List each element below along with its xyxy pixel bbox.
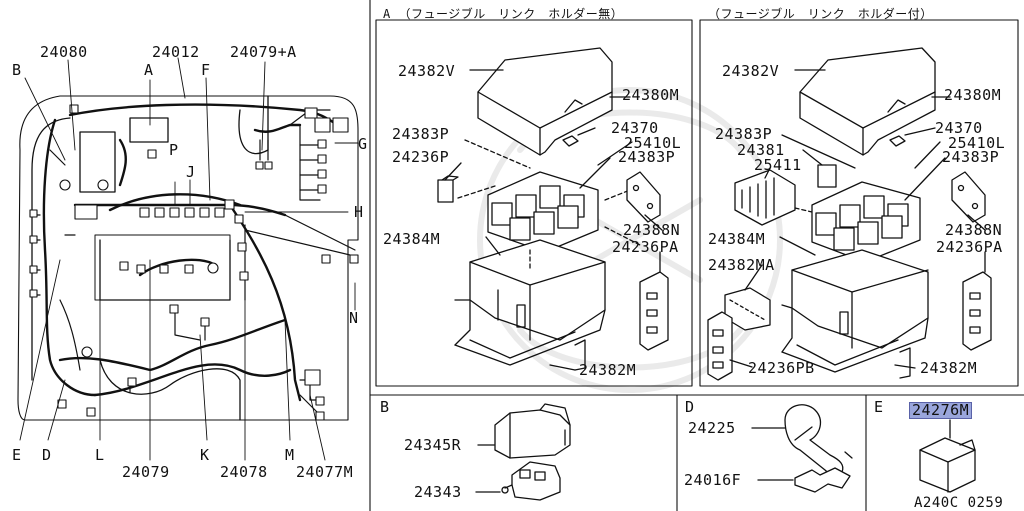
view-letter-g: G — [358, 135, 368, 153]
e-24276m-label-highlighted[interactable]: 24276M — [908, 401, 973, 419]
a2-24383p-left-label: 24383P — [715, 125, 773, 143]
a2-24236pa-label: 24236PA — [936, 238, 1003, 256]
a-24370-label: 24370 — [611, 119, 659, 137]
a-24383p-left-label: 24383P — [392, 125, 450, 143]
a-24388n-label: 24388N — [623, 221, 681, 239]
view-letter-p: P — [169, 141, 179, 159]
part-24079-label: 24079 — [122, 463, 170, 481]
part-24012-label: 24012 — [152, 43, 200, 61]
a2-24382v-label: 24382V — [722, 62, 780, 80]
a-24384m-label: 24384M — [383, 230, 441, 248]
drawing-code: A240C 0259 — [914, 495, 1004, 511]
a2-24382m-label: 24382M — [920, 359, 978, 377]
a-24382m-label: 24382M — [579, 361, 637, 379]
d-24016f-label: 24016F — [684, 471, 742, 489]
panel-d-letter: D — [685, 398, 695, 416]
a-24236p-label: 24236P — [392, 148, 450, 166]
view-letter-m: M — [285, 446, 295, 464]
panel-a2-heading: （フュージブル リンク ホルダー付） — [708, 7, 933, 21]
panel-a-heading: A （フュージブル リンク ホルダー無） — [383, 7, 624, 21]
view-letter-e: E — [12, 446, 22, 464]
a2-24370-label: 24370 — [935, 119, 983, 137]
view-letter-k: K — [200, 446, 210, 464]
panel-e-drawing — [919, 419, 976, 493]
a2-25411-label: 25411 — [754, 156, 802, 174]
harness-overview — [17, 57, 359, 461]
panel-e-letter: E — [874, 398, 884, 416]
view-letter-h: H — [354, 203, 364, 221]
b-24345r-label: 24345R — [404, 436, 462, 454]
panel-a2-drawing — [707, 47, 992, 381]
view-letter-n: N — [349, 309, 359, 327]
a2-24383p-right-label: 24383P — [942, 148, 1000, 166]
part-24077m-label: 24077M — [296, 463, 354, 481]
view-letter-b: B — [12, 61, 22, 79]
a-24383p-right-label: 24383P — [618, 148, 676, 166]
a2-24382ma-label: 24382MA — [708, 256, 775, 274]
a2-24381-label: 24381 — [737, 141, 785, 159]
panel-a-drawing — [437, 47, 669, 371]
a2-24384m-label: 24384M — [708, 230, 766, 248]
part-24079a-label: 24079+A — [230, 43, 297, 61]
a-24236pa-label: 24236PA — [612, 238, 679, 256]
a-24380m-label: 24380M — [622, 86, 680, 104]
panel-frames — [369, 0, 1024, 511]
panel-b-drawing — [475, 403, 571, 501]
watermark-emblem — [477, 87, 783, 393]
d-24225-label: 24225 — [688, 419, 736, 437]
a-25410l-label: 25410L — [624, 134, 682, 152]
part-24078-label: 24078 — [220, 463, 268, 481]
b-24343-label: 24343 — [414, 483, 462, 501]
view-letter-a: A — [144, 61, 154, 79]
view-letter-j: J — [186, 163, 196, 181]
a2-24380m-label: 24380M — [944, 86, 1002, 104]
part-24080-label: 24080 — [40, 43, 88, 61]
view-letter-l: L — [95, 446, 105, 464]
panel-d-drawing — [751, 404, 853, 493]
a2-24236pb-label: 24236PB — [748, 359, 815, 377]
a-24382v-label: 24382V — [398, 62, 456, 80]
view-letter-f: F — [201, 61, 211, 79]
panel-b-letter: B — [380, 398, 390, 416]
a2-24388n-label: 24388N — [945, 221, 1003, 239]
view-letter-d: D — [42, 446, 52, 464]
a2-25410l-label: 25410L — [948, 134, 1006, 152]
